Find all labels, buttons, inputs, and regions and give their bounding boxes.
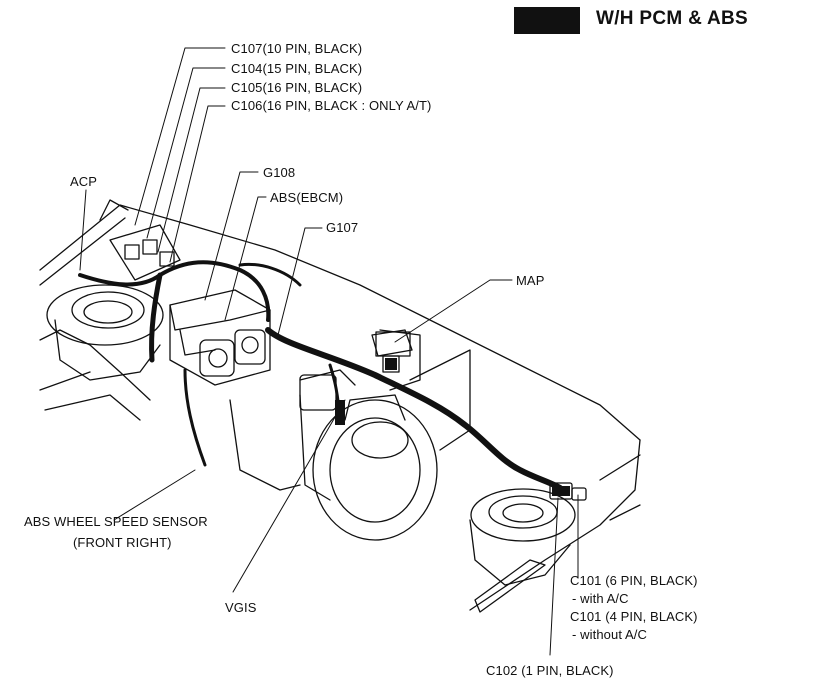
- label-c102: C102 (1 PIN, BLACK): [486, 663, 614, 678]
- diagram-title: W/H PCM & ABS: [596, 8, 749, 29]
- leader-lines: [79, 47, 579, 656]
- firewall-body-outline: [39, 199, 641, 611]
- title-marker-block: [514, 7, 580, 34]
- connector-bracket: [109, 224, 181, 281]
- label-c106: C106(16 PIN, BLACK : ONLY A/T): [231, 98, 432, 113]
- label-abs-ebcm: ABS(EBCM): [270, 190, 344, 205]
- label-acp: ACP: [70, 174, 98, 189]
- label-vgis: VGIS: [225, 600, 257, 615]
- label-abs-wheel-speed-sensor: ABS WHEEL SPEED SENSOR: [24, 514, 208, 529]
- cowl-panel: [229, 329, 471, 501]
- label-map: MAP: [516, 273, 545, 288]
- label-c101-4pin: C101 (4 PIN, BLACK): [570, 609, 698, 624]
- label-c101-without-ac: - without A/C: [572, 627, 647, 642]
- label-c101-6pin: C101 (6 PIN, BLACK): [570, 573, 698, 588]
- label-front-right: (FRONT RIGHT): [73, 535, 172, 550]
- label-g108: G108: [263, 165, 296, 180]
- main-wiring-harness: [78, 260, 563, 491]
- label-c105: C105(16 PIN, BLACK): [231, 80, 363, 95]
- label-g107: G107: [326, 220, 359, 235]
- label-c101-with-ac: - with A/C: [572, 591, 629, 606]
- map-sensor: [371, 329, 413, 373]
- component-shading: [335, 358, 570, 496]
- label-c104: C104(15 PIN, BLACK): [231, 61, 363, 76]
- brake-booster: [312, 394, 438, 541]
- right-strut-tower: [469, 488, 576, 613]
- label-c107: C107(10 PIN, BLACK): [231, 41, 363, 56]
- left-strut-tower: [46, 284, 164, 381]
- abs-modulator-unit: [169, 289, 271, 386]
- c101-c102-connectors: [549, 482, 587, 501]
